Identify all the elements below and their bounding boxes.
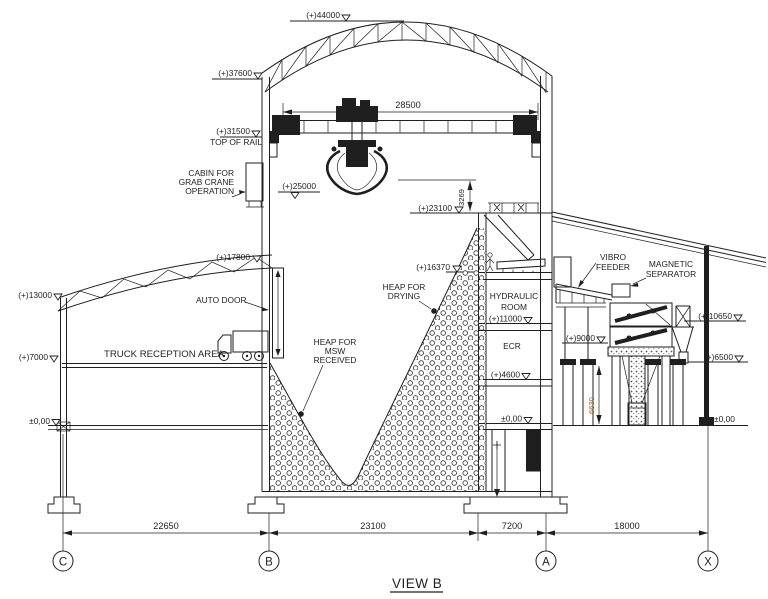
cabin-label-line2: GRAB CRANE — [179, 177, 235, 187]
foundation-b — [247, 496, 285, 514]
elevation-6500: (+)6500 — [704, 352, 733, 362]
elevation-zero-pit: ±0,00 — [501, 414, 522, 424]
rail-corbel-right — [531, 142, 541, 158]
view-title: VIEW B — [392, 576, 442, 591]
foundation-c — [47, 496, 81, 514]
elevation-31500: (+)31500 — [216, 126, 250, 136]
elevation-zero-left: ±0,00 — [29, 416, 50, 426]
annex-supports — [560, 346, 686, 426]
feed-hopper — [483, 214, 546, 272]
grid-label-a: A — [542, 557, 550, 569]
leader-lines — [231, 190, 647, 417]
grid-bubble-a — [535, 550, 557, 572]
grid-label-b: B — [265, 557, 273, 569]
elevation-zero-right: ±0,00 — [714, 414, 735, 424]
ground-marker — [56, 421, 71, 432]
dim-6630: 6630 — [587, 397, 596, 414]
crane-cabin — [245, 162, 264, 208]
elevation-37600: (+)37600 — [218, 68, 252, 78]
msw-heaps — [269, 227, 486, 491]
grid-bubble-x — [697, 550, 719, 572]
elevation-13000: (+)13000 — [18, 290, 52, 300]
crane-span-dimension — [282, 103, 539, 120]
crane-trolley — [336, 106, 378, 122]
elevation-11000: (+)11000 — [489, 314, 522, 324]
elevation-17800: (+)17800 — [216, 252, 250, 262]
grid-bubble-b — [258, 550, 280, 572]
main-hall — [212, 20, 568, 514]
cabin-label-line1: CABIN FOR — [188, 168, 234, 178]
grab-bucket — [326, 140, 388, 196]
elevation-23100: (+)23100 — [418, 203, 452, 213]
foundation-a — [463, 496, 568, 514]
basement — [491, 429, 540, 497]
level-markers — [49, 14, 744, 427]
heap-dry-label-line2: DRYING — [388, 291, 420, 301]
dim-7200: 7200 — [502, 521, 522, 531]
heap-dry-label-line1: HEAP FOR — [383, 282, 426, 292]
heap-msw-label-line3: RECEIVED — [314, 355, 357, 365]
room-floors — [446, 271, 552, 430]
dim-3269: 3269 — [457, 189, 466, 206]
truck — [217, 330, 269, 361]
hopper-height-dimension — [467, 181, 473, 211]
elevation-44000: (+)44000 — [306, 10, 340, 20]
truck-area-label: TRUCK RECEPTION AREA — [104, 349, 225, 360]
grid-label-x: X — [704, 557, 712, 569]
grab-crane — [270, 98, 540, 143]
auto-door-label: AUTO DOOR — [196, 295, 247, 305]
vibro-feeder-label-line2: FEEDER — [596, 262, 630, 272]
column-x — [704, 246, 709, 417]
magnetic-separator-label-line1: MAGNETIC — [649, 259, 693, 269]
elevation-25000: (+)25000 — [282, 181, 316, 191]
left-roof-truss — [57, 254, 273, 299]
discharge-hopper — [671, 305, 694, 364]
left-building — [47, 254, 284, 514]
grid-label-c: C — [59, 557, 67, 569]
rail-corbel-left — [269, 142, 278, 158]
dim-22650: 22650 — [153, 521, 179, 531]
heap-msw-label-line2: MSW — [325, 346, 346, 356]
elevation-16370: (+)16370 — [416, 262, 450, 272]
heap-msw-label-line1: HEAP FOR — [314, 337, 357, 347]
top-of-rail-label: TOP OF RAIL — [210, 137, 262, 147]
bottom-dimension-chain — [52, 425, 719, 572]
dim-23100: 23100 — [360, 521, 386, 531]
annex-height-dimension — [596, 366, 602, 424]
dim-28500: 28500 — [395, 100, 421, 110]
ecr-label: ECR — [503, 341, 521, 351]
hydraulic-room-label-line1: HYDRAULIC — [490, 291, 538, 301]
dim-18000: 18000 — [614, 521, 640, 531]
grid-bubble-c — [52, 550, 74, 572]
hydraulic-room-label-line2: ROOM — [501, 302, 527, 312]
vibro-feeder-unit — [555, 283, 613, 359]
elevation-10650: (+)10650 — [698, 311, 732, 321]
magnetic-separator-unit — [609, 283, 673, 348]
elevation-7000: (+)7000 — [19, 352, 48, 362]
auto-door — [272, 267, 284, 359]
heap-dry-dot — [431, 308, 437, 314]
vibro-feeder-label-line1: VIBRO — [600, 252, 627, 262]
magnetic-separator-label-line2: SEPARATOR — [646, 269, 696, 279]
right-annex — [551, 211, 767, 426]
elevation-9000: (+)9000 — [566, 333, 595, 343]
platform-railing — [488, 202, 539, 213]
heap-msw-dot — [298, 411, 304, 417]
cabin-label-line3: OPERATION — [185, 186, 234, 196]
person-figure — [485, 252, 495, 272]
elevation-4600: (+)4600 — [491, 370, 520, 380]
arch-roof-truss — [257, 21, 553, 93]
